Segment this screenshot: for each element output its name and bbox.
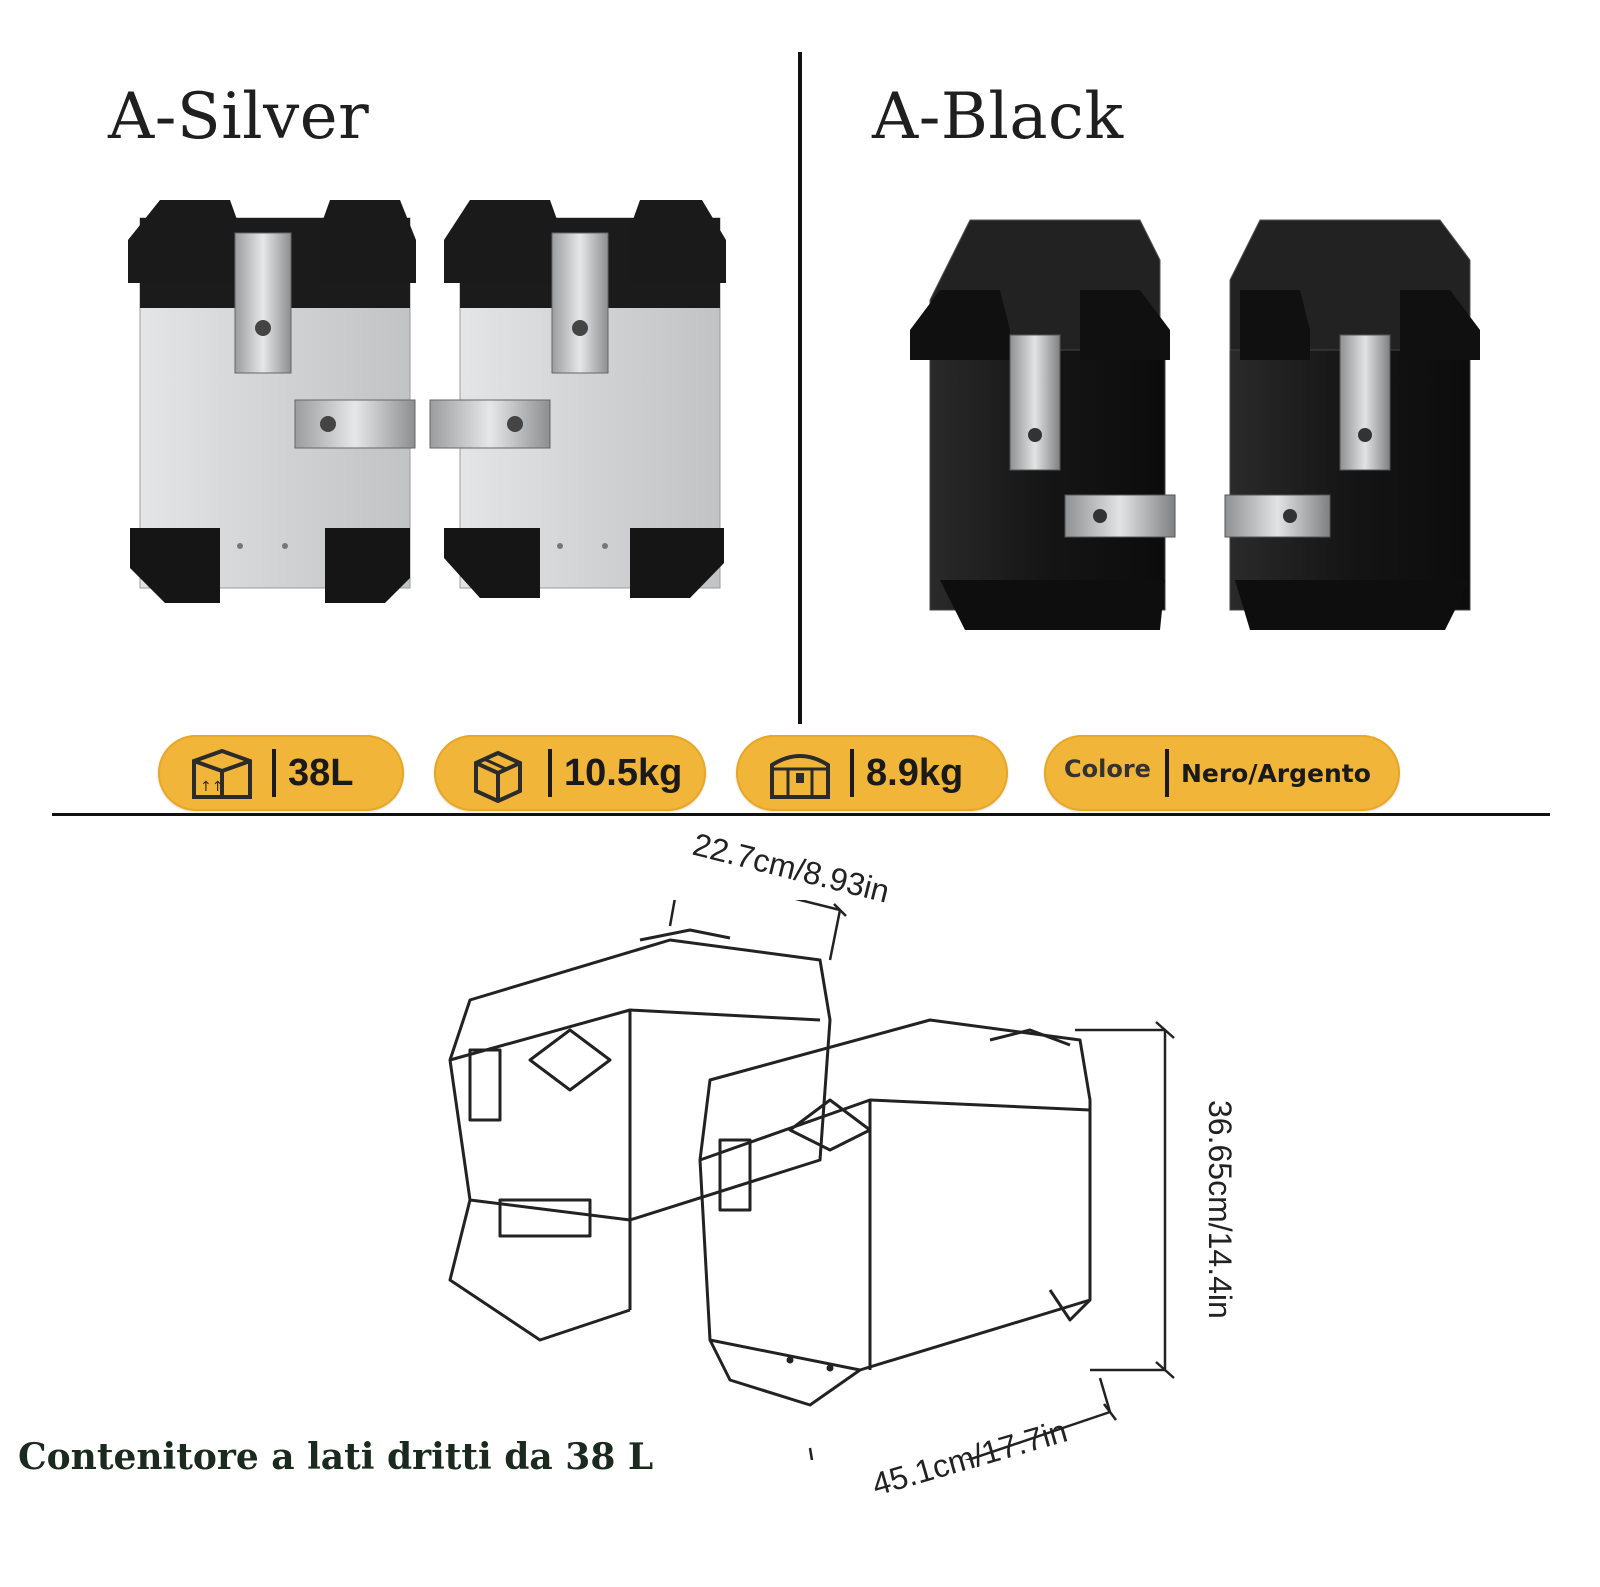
variant-title-silver: A-Silver bbox=[108, 80, 370, 154]
badge-separator bbox=[272, 749, 276, 797]
black-cases-image bbox=[910, 219, 1480, 630]
silver-cases-image bbox=[128, 200, 726, 603]
black-case-right bbox=[1224, 219, 1480, 630]
black-case-left bbox=[910, 219, 1176, 630]
svg-text:↑↑: ↑↑ bbox=[200, 779, 223, 795]
color-value: Nero/Argento bbox=[1180, 758, 1371, 788]
depth-dimension-label: 22.7cm/8.93in bbox=[689, 826, 894, 910]
product-caption: Contenitore a lati dritti da 38 L bbox=[18, 1436, 654, 1478]
horizontal-divider bbox=[52, 813, 1550, 816]
dimension-drawing bbox=[448, 900, 1175, 1460]
color-label: Colore bbox=[1064, 755, 1151, 783]
box-weight-badge: 10.5kg bbox=[434, 735, 706, 811]
height-dimension-label: 36.65cm/14.4in bbox=[1202, 1100, 1238, 1319]
silver-case-left bbox=[128, 200, 416, 603]
badge-separator bbox=[548, 749, 552, 797]
trunk-weight-badge: 8.9kg bbox=[736, 735, 1008, 811]
box-weight-icon bbox=[474, 750, 522, 803]
box-weight-value: 10.5kg bbox=[564, 751, 683, 794]
variant-title-black: A-Black bbox=[872, 80, 1124, 154]
box-volume-icon: ↑↑ bbox=[192, 748, 252, 799]
vertical-divider bbox=[798, 52, 802, 724]
volume-badge: ↑↑ 38L bbox=[158, 735, 404, 811]
color-badge: Colore Nero/Argento bbox=[1044, 735, 1400, 811]
trunk-weight-value: 8.9kg bbox=[866, 751, 964, 794]
silver-case-right bbox=[429, 200, 726, 598]
trunk-weight-icon bbox=[770, 754, 830, 799]
volume-value: 38L bbox=[288, 751, 354, 794]
badge-separator bbox=[1164, 749, 1169, 797]
badge-separator bbox=[850, 749, 854, 797]
